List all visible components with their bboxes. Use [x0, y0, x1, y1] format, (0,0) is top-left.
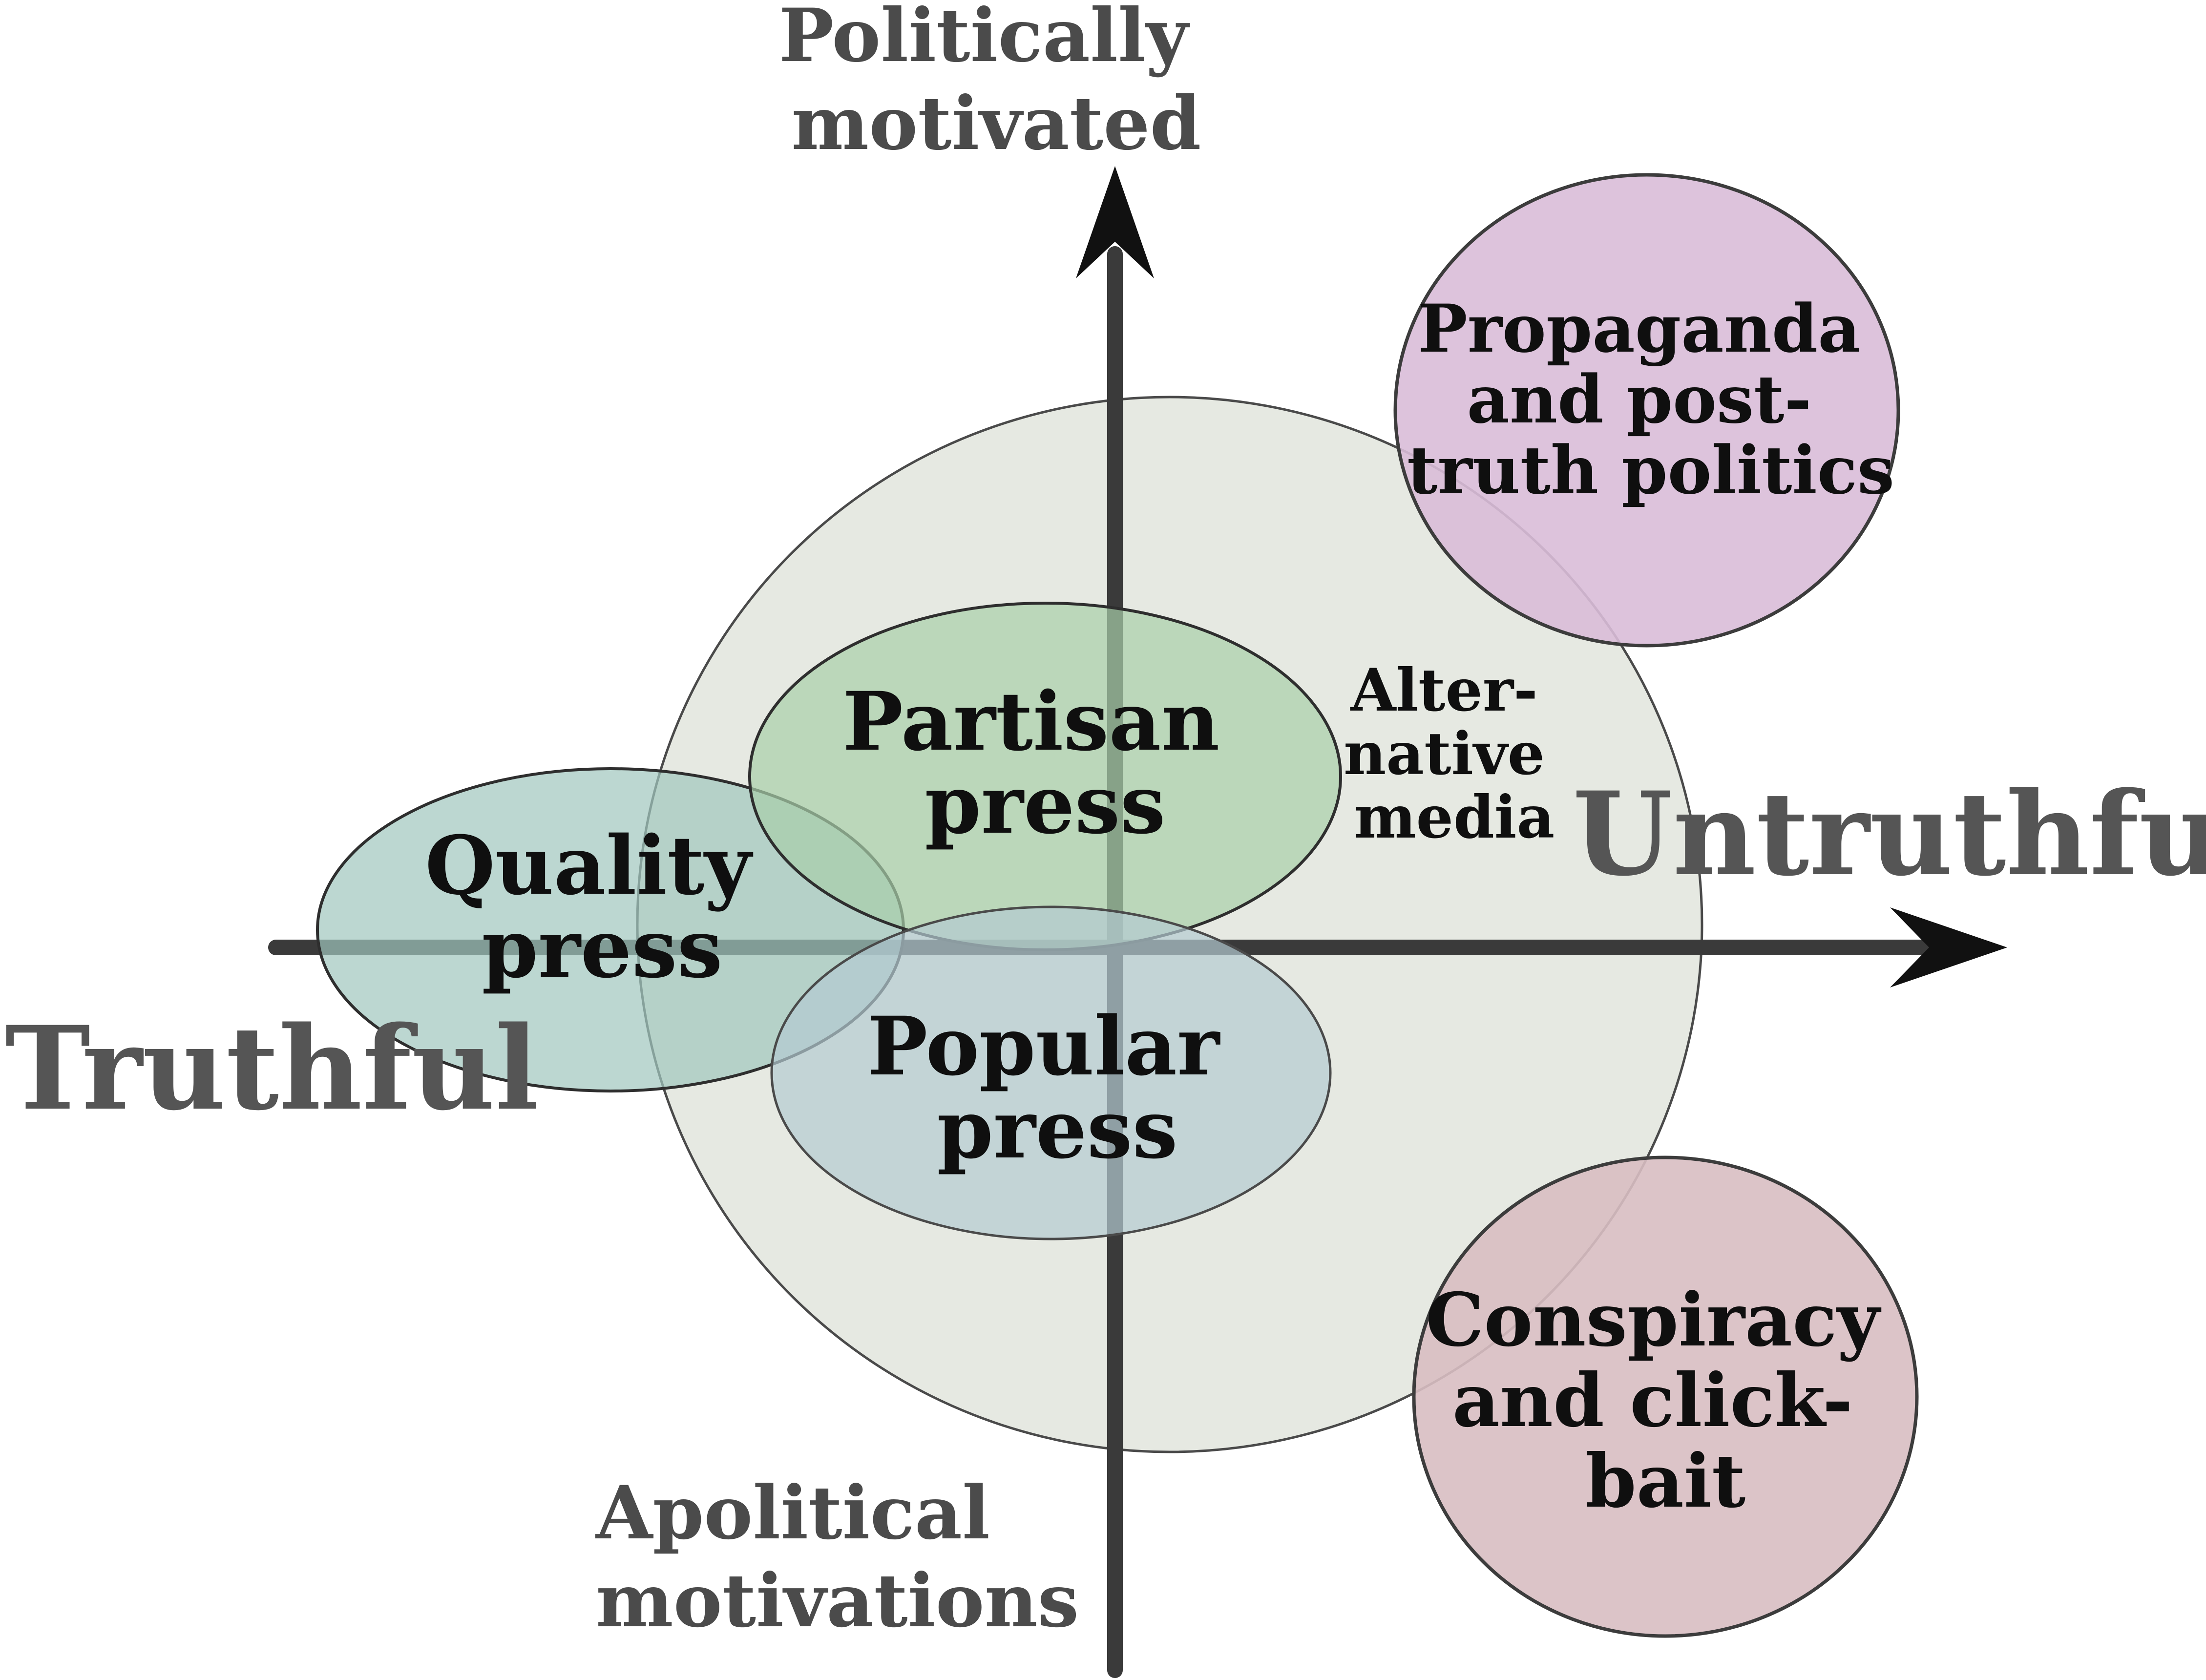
- quality-press-label: Quality press: [425, 818, 779, 996]
- y-top-label: Politically motivated: [779, 0, 1214, 167]
- propaganda-label: Propaganda and post- truth politics: [1407, 290, 1894, 509]
- alternative-media-label: Alter- native media: [1344, 656, 1565, 852]
- x-left-label: Truthful: [5, 1001, 539, 1136]
- conspiracy-circle: [1412, 1155, 1919, 1638]
- y-axis-arrowhead: [1076, 166, 1154, 278]
- conspiracy-label: Conspiracy and click- bait: [1426, 1277, 1905, 1524]
- popular-press-ellipse: [770, 905, 1332, 1240]
- popular-press-label: Popular press: [867, 999, 1247, 1176]
- x-axis-arrowhead: [1890, 907, 2007, 987]
- partisan-press-label: Partisan press: [842, 674, 1248, 852]
- y-bottom-label: Apolitical motivations: [595, 1470, 1079, 1644]
- propaganda-circle: [1393, 173, 1900, 648]
- x-right-label: Untruthful: [1573, 767, 2206, 902]
